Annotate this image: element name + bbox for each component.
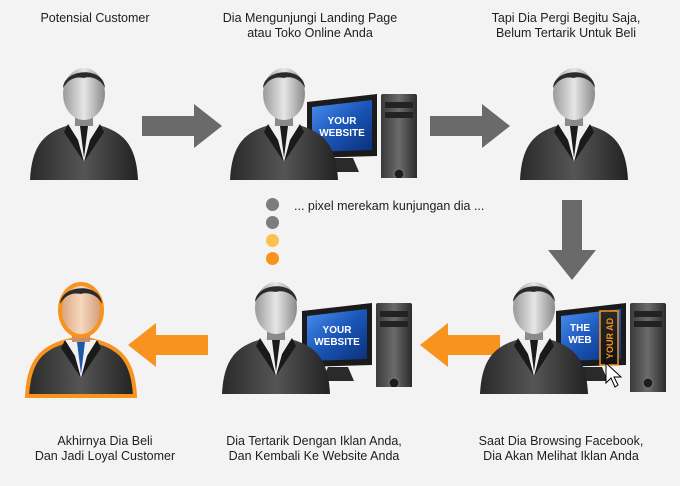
screen-text-line1: THE xyxy=(570,323,590,334)
computer-visit: YOUR WEBSITE xyxy=(303,88,421,178)
caption-loyal: Akhirnya Dia Beli Dan Jadi Loyal Custome… xyxy=(34,434,176,463)
pixel-dot-1 xyxy=(266,198,279,211)
pixel-dot-3 xyxy=(266,234,279,247)
caption-browsing: Saat Dia Browsing Facebook, Dia Akan Mel… xyxy=(478,434,644,463)
person-potential xyxy=(28,62,140,182)
arrow-left-1 xyxy=(128,323,208,367)
arrow-right-1 xyxy=(142,104,222,148)
screen-text-line1: YOUR xyxy=(323,325,353,336)
caption-return: Dia Tertarik Dengan Iklan Anda, Dan Kemb… xyxy=(226,434,402,463)
pixel-note: ... pixel merekam kunjungan dia ... xyxy=(294,199,485,213)
caption-leave: Tapi Dia Pergi Begitu Saja, Belum Tertar… xyxy=(491,11,641,40)
person-return xyxy=(220,276,332,396)
caption-potential: Potensial Customer xyxy=(40,11,150,25)
person-loyal xyxy=(24,276,138,400)
screen-text-line2: WEB xyxy=(568,335,591,346)
person-browsing xyxy=(478,276,590,396)
screen-text-line1: YOUR xyxy=(328,116,358,127)
pixel-dot-4 xyxy=(266,252,279,265)
computer-return: YOUR WEBSITE xyxy=(298,297,416,387)
ad-banner xyxy=(599,310,619,366)
screen-text-line2: WEBSITE xyxy=(314,337,360,348)
person-visit xyxy=(228,62,340,182)
pixel-dot-2 xyxy=(266,216,279,229)
person-leave xyxy=(518,62,630,182)
cursor-icon xyxy=(605,361,623,388)
computer-browsing: THE WEB YOUR AD xyxy=(552,297,670,392)
arrow-right-2 xyxy=(430,104,510,148)
screen-text-line2: WEBSITE xyxy=(319,128,365,139)
caption-visit: Dia Mengunjungi Landing Page atau Toko O… xyxy=(222,11,398,40)
arrow-down xyxy=(548,200,596,280)
ad-label: YOUR AD xyxy=(605,317,615,359)
